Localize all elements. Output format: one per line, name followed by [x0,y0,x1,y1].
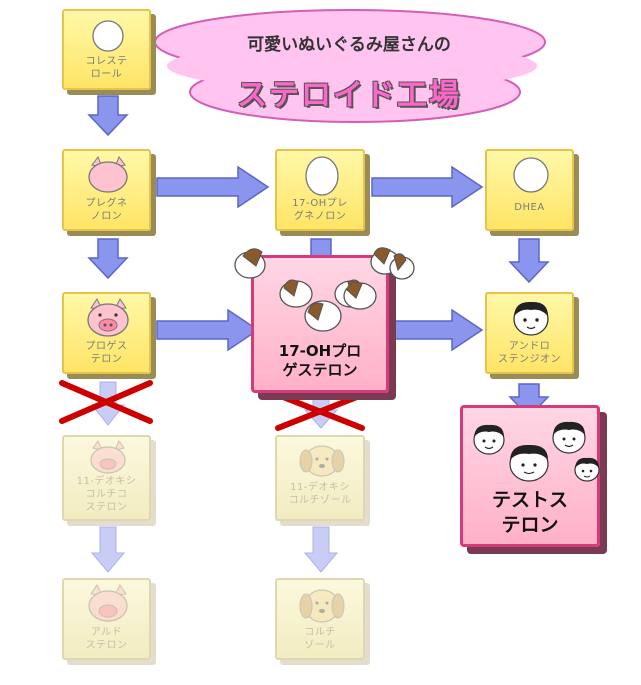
node-label: コルチゾール [288,495,352,506]
title-main: ステロイド工場 [237,78,461,113]
arrow-deoxycortisol-cortisol [303,526,339,573]
pig-face-icon [90,439,126,474]
egg-icon [305,156,339,196]
boy-face-icon [509,444,549,482]
pig-face-icon [88,584,128,622]
boy-face-icon [552,421,586,454]
node-cholesterol: コレステ ロール [62,9,151,90]
node-label: ロール [90,69,123,80]
boy-face-icon [473,424,505,455]
node-label: テロン [501,514,559,536]
node-label: プレグネ [85,198,128,209]
node-androstenedione: アンドロ ステンジオン [485,292,574,374]
node-label: テロン [90,354,123,365]
node-aldosterone: アルド ステロン [62,578,151,660]
node-label: ゲステロン [282,361,358,379]
arrow-deoxycorticosterone-aldosterone [90,526,126,573]
node-label: ステロン [85,502,128,513]
node-label: 11-デオキシ [76,476,137,487]
node-label: グネノロン [293,211,347,222]
node-cortisol: コルチ ゾール [275,578,365,660]
node-pregnenolone: プレグネ ノロン [62,149,151,231]
node-deoxycortisol: 11-デオキシ コルチゾール [275,435,365,521]
node-label: 11-デオキシ [290,482,350,493]
node-label: コルチコ [85,489,128,500]
node-label: アンドロ [508,341,551,352]
title-bubble-fill [167,42,537,90]
boy-face-icon [574,457,600,482]
dog-face-icon [299,589,345,623]
node-testosterone: テストス テロン [460,405,600,547]
pig-icon [88,155,128,193]
egg-icon [513,157,549,193]
dog-ears-icon [279,279,368,332]
cross-mark-middle [275,392,365,431]
pig-face-icon [87,298,129,337]
node-label: DHEA [514,202,545,213]
node-label: コルチ [304,627,336,638]
node-oh-progesterone: 17-OHプロ ゲステロン [251,255,389,393]
boy-faces-group [473,421,586,482]
node-progesterone: プロゲス テロン [62,292,151,374]
node-label: アルド [90,627,123,638]
arrow-pregnenolone-progesterone [87,238,129,280]
node-label: ステロン [85,640,128,651]
boy-face-icon [513,301,549,336]
node-deoxycorticosterone: 11-デオキシ コルチコ ステロン [62,435,151,521]
title-subtitle: 可愛いぬいぐるみ屋さんの [247,35,451,55]
arrow-pregnenolone-oh-pregnenolone [156,165,270,209]
dog-face-icon [299,445,345,477]
arrow-cholesterol-pregnenolone [87,95,129,137]
cross-mark-left [59,380,153,424]
arrow-progesterone-oh-progesterone [156,308,260,352]
node-label: テストス [491,489,568,511]
node-label: ゾール [304,640,336,651]
arrow-oh-pregnenolone-dhea [371,165,484,209]
node-label: 17-OHプロ [278,342,362,360]
node-label: プロゲス [85,341,128,352]
node-label: 17-OHプレ [292,198,348,209]
node-dhea: DHEA [485,149,574,231]
node-label: ノロン [90,211,123,222]
arrow-dhea-androstenedione [508,238,550,284]
node-label: コレステ [85,56,128,67]
node-label: ステンジオン [498,354,561,365]
ball-icon [92,20,124,52]
node-oh-pregnenolone: 17-OHプレ グネノロン [275,149,365,231]
